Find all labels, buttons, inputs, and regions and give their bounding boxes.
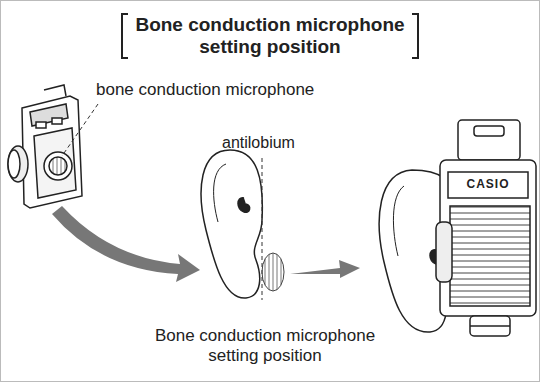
part-label: antilobium [222,134,312,152]
mic-position-mark [262,253,284,291]
bracket [412,14,418,58]
move-arrow [290,260,360,278]
brand-label: CASIO [460,178,516,192]
caption-label: Bone conduction microphone setting posit… [140,326,390,365]
part-label: bone conduction microphone [96,80,356,100]
ear [201,150,262,298]
microphone-device [8,85,82,208]
move-arrow [52,206,200,282]
leader-line [62,104,98,156]
microphone-device [436,120,536,336]
bracket [122,14,128,58]
title: Bone conduction microphone setting posit… [125,14,415,58]
